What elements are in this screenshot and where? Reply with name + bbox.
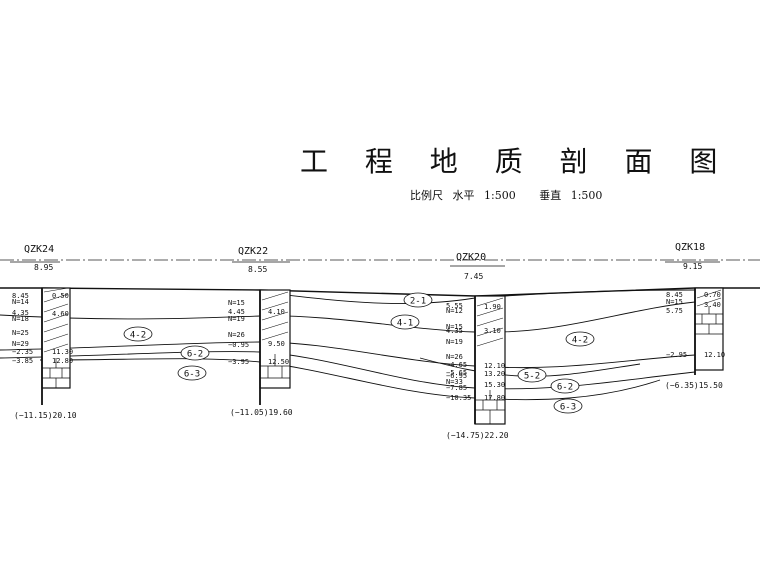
borehole-left-label: N=29 xyxy=(12,340,29,348)
borehole-qzk24 xyxy=(41,287,71,405)
boundary-4-2-bottom xyxy=(0,341,696,369)
borehole-right-label: 1.90 xyxy=(484,303,501,311)
borehole-left-label: −3.85 xyxy=(12,357,33,365)
layer-label-text: 4-2 xyxy=(572,336,588,346)
borehole-right-label: 12.50 xyxy=(268,358,289,366)
layer-label-text: 6-2 xyxy=(187,350,203,360)
borehole-left-label: N=25 xyxy=(12,329,29,337)
borehole-elevation: 9.15 xyxy=(683,262,702,271)
layer-label-4-2: 4-2 xyxy=(123,326,153,342)
borehole-right-label: 12.10 xyxy=(484,362,505,370)
scale-horizontal-value: 1:500 xyxy=(484,189,516,202)
borehole-annotations-qzk24: QZK24 8.95 (−11.15)20.10 8.45N=14 4.35N=18N=… xyxy=(12,244,77,420)
borehole-left-label: N=26 xyxy=(228,331,245,339)
borehole-left-label: 4.35 xyxy=(12,309,29,317)
borehole-left-label: −5.65 xyxy=(446,369,467,377)
layer-label-text: 6-2 xyxy=(557,383,573,393)
borehole-right-label: 15.30 xyxy=(484,381,505,389)
layer-label-text: 6-3 xyxy=(560,403,576,413)
scale-label: 比例尺 xyxy=(410,189,443,202)
layer-label-text: 2-1 xyxy=(410,297,426,307)
borehole-left-label: N=18 xyxy=(12,315,29,323)
borehole-elevation: 8.55 xyxy=(248,265,267,274)
layer-label-text: 5-2 xyxy=(524,372,540,382)
borehole-right-label: 4.60 xyxy=(52,310,69,318)
borehole-id: QZK22 xyxy=(238,246,268,257)
layer-label-2-1: 2-1 xyxy=(403,292,433,308)
borehole-right-label: 12.80 xyxy=(52,357,73,365)
borehole-right-label: 9.50 xyxy=(268,340,285,348)
borehole-right-label: 3.10 xyxy=(484,327,501,335)
borehole-annotations-qzk18: QZK18 9.15 (−6.35)15.50 8.45N=155.75 −2.95 0.… xyxy=(665,242,725,390)
borehole-left-label: N=19 xyxy=(228,315,245,323)
borehole-left-label: 4.45 xyxy=(228,308,245,316)
ground-surface-line xyxy=(0,287,760,297)
layer-label-text: 4-2 xyxy=(130,331,146,341)
boundary-4-1-bottom xyxy=(0,301,696,333)
layer-label-text: 4-1 xyxy=(397,319,413,329)
layer-label-text: 6-3 xyxy=(184,370,200,380)
borehole-elevation: 8.95 xyxy=(34,263,53,272)
borehole-left-label: N=19 xyxy=(446,338,463,346)
borehole-annotations-qzk20: QZK20 7.45 (−14.75)22.20 5.55N=12N=154.35N=… xyxy=(446,252,509,440)
borehole-left-label: N=14 xyxy=(12,298,29,306)
drawing-title: 工 程 地 质 剖 面 图 xyxy=(300,145,732,178)
borehole-right-label: 17.80 xyxy=(484,394,505,402)
layer-label-6-3: 6-3 xyxy=(177,365,207,381)
borehole-left-label: −0.95 xyxy=(228,341,249,349)
borehole-id: QZK18 xyxy=(675,242,705,253)
scale-note: 比例尺 水平 1:500 垂直 1:500 xyxy=(410,187,608,203)
borehole-left-label: N=33 xyxy=(446,378,463,386)
borehole-left-label: 8.45 xyxy=(666,291,683,299)
borehole-right-label: 0.70 xyxy=(704,291,721,299)
layer-label-5-2: 5-2 xyxy=(517,367,547,383)
scale-horizontal-label: 水平 xyxy=(452,189,475,202)
borehole-right-label: 13.20 xyxy=(484,370,505,378)
borehole-qzk22 xyxy=(259,289,291,405)
borehole-right-label: 3.40 xyxy=(704,301,721,309)
borehole-right-label: 4.10 xyxy=(268,308,285,316)
borehole-left-label: N=12 xyxy=(446,307,463,315)
borehole-qzk18 xyxy=(694,287,724,375)
borehole-id: QZK24 xyxy=(24,244,54,255)
borehole-left-label: −2.35 xyxy=(12,348,33,356)
borehole-left-label: −7.85 xyxy=(446,384,467,392)
borehole-left-label: 5.75 xyxy=(666,307,683,315)
borehole-left-label: N=15 xyxy=(228,299,245,307)
layer-label-6-3: 6-3 xyxy=(553,398,583,414)
borehole-left-label: −4.65 xyxy=(446,361,467,369)
borehole-right-label: 12.10 xyxy=(704,351,725,359)
borehole-left-label: 4.35 xyxy=(446,327,463,335)
scale-vertical-value: 1:500 xyxy=(570,189,603,202)
borehole-bottom-depth: (−14.75)22.20 xyxy=(446,431,509,440)
borehole-elevation: 7.45 xyxy=(464,272,483,281)
borehole-left-label: 5.55 xyxy=(446,302,463,310)
borehole-right-label: 11.30 xyxy=(52,348,73,356)
borehole-left-label: −10.35 xyxy=(446,394,471,402)
borehole-bottom-depth: (−11.05)19.60 xyxy=(230,408,293,417)
borehole-left-label: −2.95 xyxy=(666,351,687,359)
layer-label-4-2: 4-2 xyxy=(565,331,595,347)
borehole-qzk20 xyxy=(474,295,506,425)
borehole-left-label: N=15 xyxy=(446,323,463,331)
borehole-left-label: −6.95 xyxy=(446,372,467,380)
borehole-id: QZK20 xyxy=(456,252,486,263)
boundary-6-3 xyxy=(39,358,661,401)
borehole-left-label: N=26 xyxy=(446,353,463,361)
borehole-left-label: 8.45 xyxy=(12,292,29,300)
borehole-right-label: 0.50 xyxy=(52,292,69,300)
borehole-left-label: −3.95 xyxy=(228,358,249,366)
layer-label-6-2: 6-2 xyxy=(550,378,580,394)
borehole-bottom-depth: (−6.35)15.50 xyxy=(665,381,723,390)
layer-label-6-2: 6-2 xyxy=(180,345,210,361)
layer-label-4-1: 4-1 xyxy=(390,314,420,330)
boundary-6-2-bottom xyxy=(0,351,696,390)
borehole-annotations-qzk22: QZK22 8.55 (−11.05)19.60 N=154.45N=19N=26 −0… xyxy=(228,246,293,417)
scale-vertical-label: 垂直 xyxy=(539,189,562,202)
borehole-bottom-depth: (−11.15)20.10 xyxy=(14,411,77,420)
borehole-left-label: N=15 xyxy=(666,298,683,306)
